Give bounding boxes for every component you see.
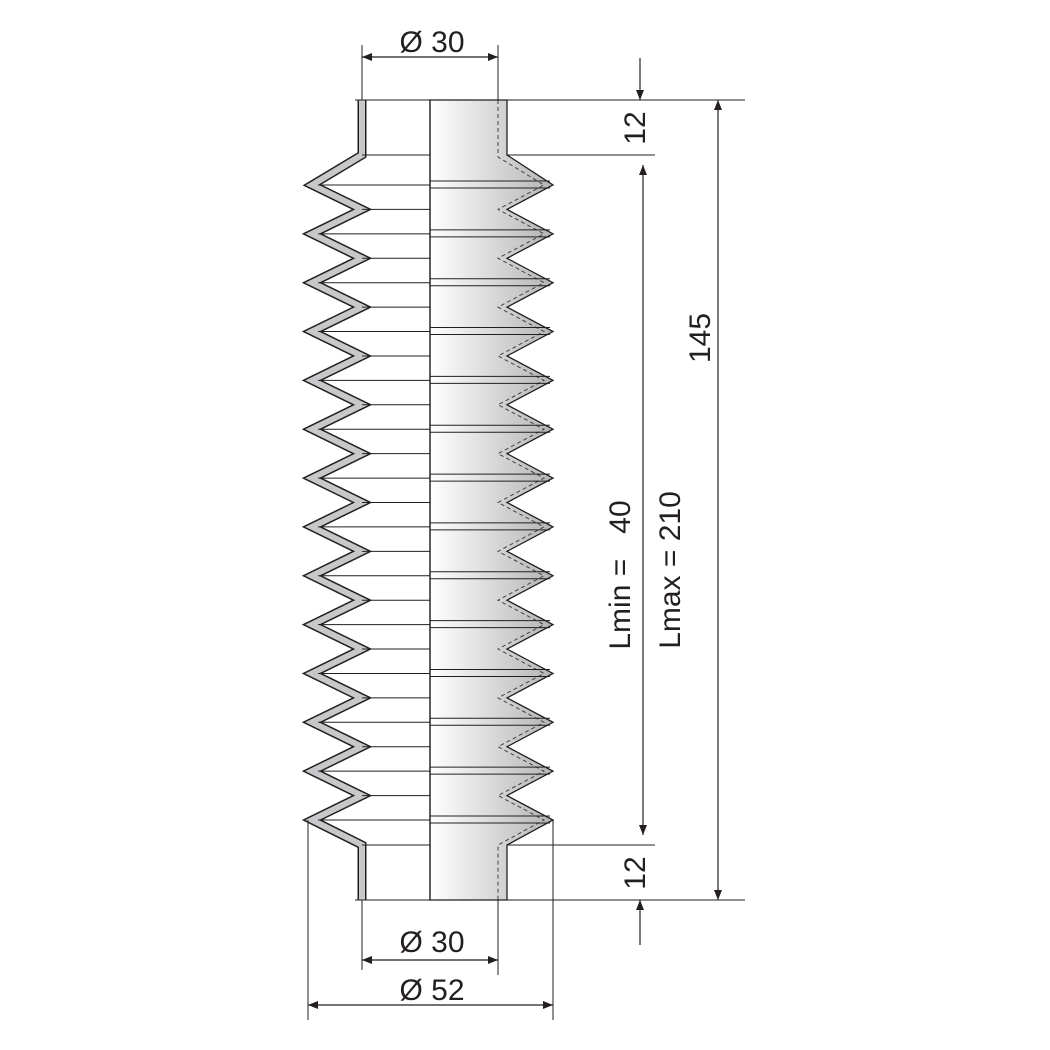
top-collar-length-label: 12	[619, 111, 652, 144]
bottom-collar-length-label: 12	[619, 856, 652, 889]
total-length-label: 145	[684, 313, 717, 363]
bottom-outer-diameter-label: Ø 52	[399, 974, 464, 1007]
shaded-half	[429, 99, 555, 901]
bottom-inner-diameter-label: Ø 30	[399, 926, 464, 959]
bellows-body	[301, 99, 745, 901]
dimension-lines	[307, 45, 722, 1020]
lmin-label: Lmin = 40	[604, 500, 637, 649]
lmax-label: Lmax = 210	[654, 491, 687, 649]
hidden-line	[496, 100, 546, 900]
top-diameter-label: Ø 30	[399, 26, 464, 59]
